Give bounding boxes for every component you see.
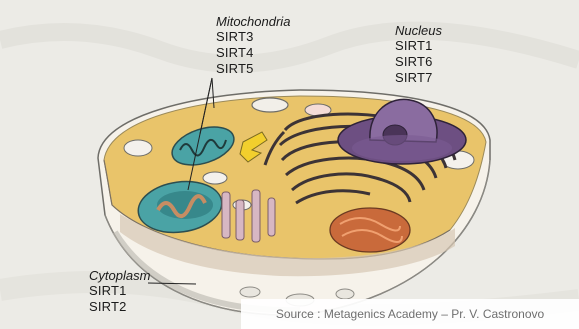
nucleus-label: Nucleus SIRT1 SIRT6 SIRT7 bbox=[395, 23, 442, 86]
cytoplasm-item: SIRT1 bbox=[89, 283, 150, 299]
vesicle bbox=[252, 98, 288, 112]
vesicle bbox=[124, 140, 152, 156]
source-caption: Source : Metagenics Academy – Pr. V. Cas… bbox=[241, 299, 579, 329]
mitochondria-label: Mitochondria SIRT3 SIRT4 SIRT5 bbox=[216, 14, 290, 77]
mitochondria-item: SIRT3 bbox=[216, 29, 290, 45]
cytoplasm-item: SIRT2 bbox=[89, 299, 150, 315]
mitochondria-item: SIRT4 bbox=[216, 45, 290, 61]
nucleus-item: SIRT1 bbox=[395, 38, 442, 54]
nucleus-heading: Nucleus bbox=[395, 23, 442, 38]
nucleus-item: SIRT6 bbox=[395, 54, 442, 70]
cytoplasm-heading: Cytoplasm bbox=[89, 268, 150, 283]
vesicle bbox=[203, 172, 227, 184]
mitochondria-item: SIRT5 bbox=[216, 61, 290, 77]
nucleus-item: SIRT7 bbox=[395, 70, 442, 86]
mitochondria-heading: Mitochondria bbox=[216, 14, 290, 29]
golgi-apparatus bbox=[330, 208, 410, 252]
cytoplasm-label: Cytoplasm SIRT1 SIRT2 bbox=[89, 268, 150, 315]
